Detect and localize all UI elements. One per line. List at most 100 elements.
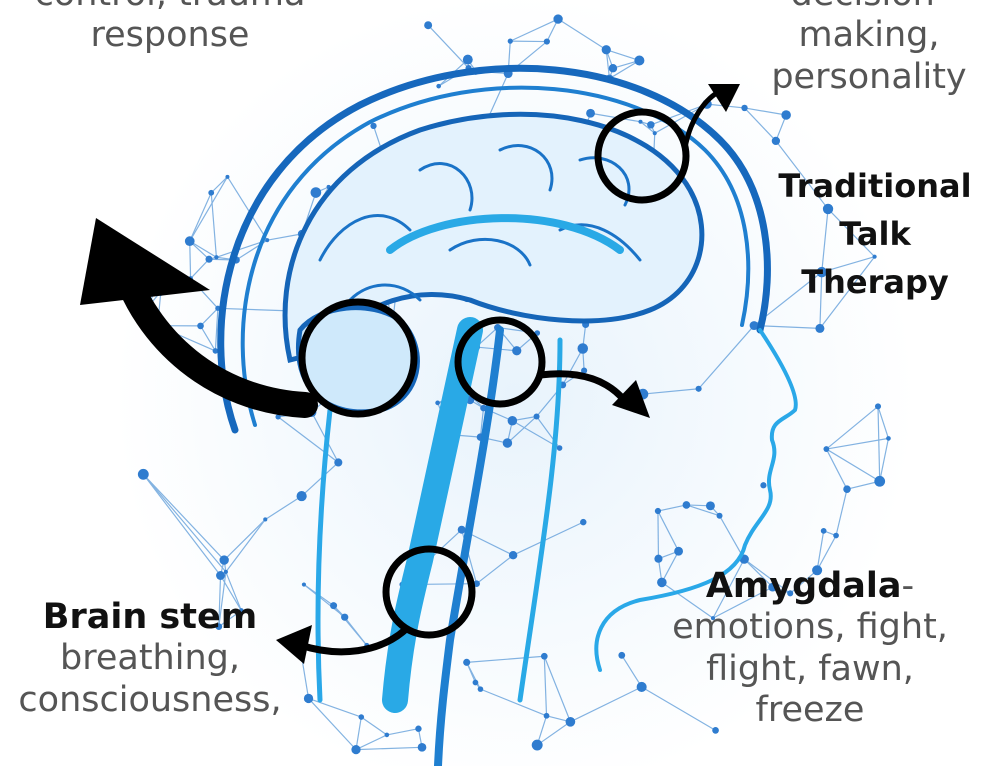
network-node [415,725,422,732]
amygdala-circle [454,316,546,408]
network-node [477,686,484,692]
network-node [212,348,219,354]
skull-inner [240,85,751,427]
network-node [370,122,377,129]
network-link [300,656,310,699]
network-link [142,473,222,576]
annotation-arrows [80,84,740,664]
label-line: breathing, [60,638,240,679]
network-link [142,473,227,573]
network-node [508,550,518,560]
network-node [263,517,268,522]
annotation-circles [298,108,690,639]
label-line: Therapy [801,263,949,301]
network-link [220,575,242,611]
amygdala-dash: - [901,566,915,606]
network-node [577,343,589,354]
network-link [698,325,755,390]
network-link [466,655,545,663]
network-link [661,581,714,619]
network-link [877,406,890,439]
network-node [310,187,322,198]
cerebrum [282,111,705,364]
network-link [661,550,680,583]
network-link [821,256,875,273]
network-node [215,623,223,630]
network-link [744,107,777,142]
network-link [816,535,837,571]
network-link [775,140,829,210]
network-link [476,554,514,585]
network-node [712,727,719,734]
network-node [647,121,655,129]
network-node [682,501,691,509]
network-link [308,698,357,751]
prefrontal-circle [594,108,690,204]
network-link [200,325,216,352]
network-node [874,403,882,410]
network-link [189,241,192,279]
network-node [265,238,270,243]
label-therapy: Traditional Talk Therapy [760,162,990,306]
neck-front [517,337,563,703]
network-node [216,571,225,580]
brainstem-arrow [296,626,409,656]
network-link [609,59,640,80]
network-node [507,415,518,426]
network-link [200,307,219,327]
label-amygdala: Amygdala- emotions, fight, flight, fawn,… [650,566,970,731]
network-link [466,662,481,690]
label-line: freeze [755,689,865,730]
network-link [512,420,560,449]
network-link [686,504,720,517]
network-link [877,406,881,482]
network-link [835,489,848,536]
network-node [197,322,204,330]
network-node [565,716,576,727]
network-link [642,388,699,395]
network-node [436,83,441,89]
network-link [226,176,268,241]
label-line: consciousness, [18,679,282,720]
network-link [427,24,470,69]
network-node [586,108,595,118]
network-link [225,519,266,573]
network-link [826,448,881,482]
limbic-circle [298,298,418,418]
network-node [843,485,851,493]
network-link [657,504,687,512]
network-node [540,652,548,660]
network-node [137,468,149,480]
network-link [264,495,302,520]
network-node [462,54,473,65]
amygdala-title: Amygdala [705,566,902,606]
network-link [210,176,228,194]
network-node [435,400,440,406]
network-node [275,414,281,420]
network-link [218,571,227,627]
network-link [744,107,787,116]
network-node [652,131,657,136]
network-link [218,610,242,628]
network-link [510,18,559,42]
network-node [553,14,563,24]
network-link [217,307,290,312]
network-node [205,255,213,263]
network-link [743,558,774,588]
network-link [640,121,656,134]
network-node [705,501,715,511]
network-link [218,575,222,627]
network-link [719,515,745,560]
network-link [657,511,660,559]
network-node [634,55,645,66]
network-node [815,323,825,333]
network-node [771,136,781,146]
network-node [695,385,702,392]
label-line: flight, fawn, [706,648,914,689]
network-node [716,512,723,519]
network-link [557,18,607,51]
network-node [424,21,433,30]
network-link [507,416,537,444]
network-node [654,507,662,515]
